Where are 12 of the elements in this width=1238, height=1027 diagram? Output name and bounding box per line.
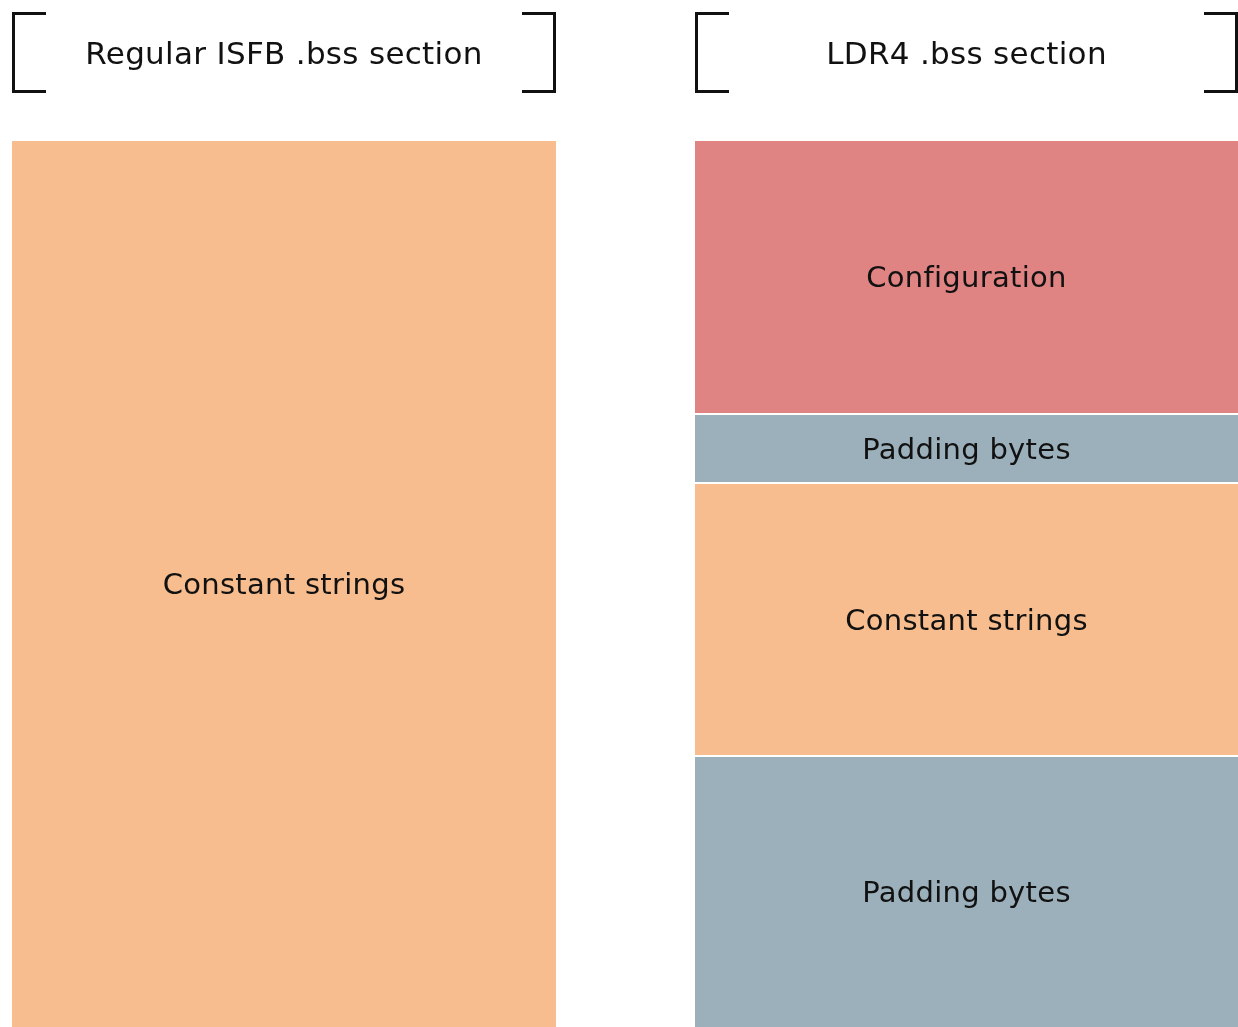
memory-block [695, 484, 1238, 755]
block-label: Constant strings [162, 567, 406, 601]
memory-block [695, 757, 1238, 1027]
memory-block [695, 141, 1238, 413]
block-label: Padding bytes [862, 875, 1071, 909]
block-label: Configuration [866, 260, 1067, 294]
block-label: Padding bytes [862, 431, 1071, 466]
block-label: Constant strings [845, 602, 1088, 637]
memory-block [12, 141, 556, 1027]
section-title: Regular ISFB .bss section [85, 34, 483, 71]
section-title: LDR4 .bss section [826, 34, 1107, 71]
memory-block [695, 415, 1238, 482]
